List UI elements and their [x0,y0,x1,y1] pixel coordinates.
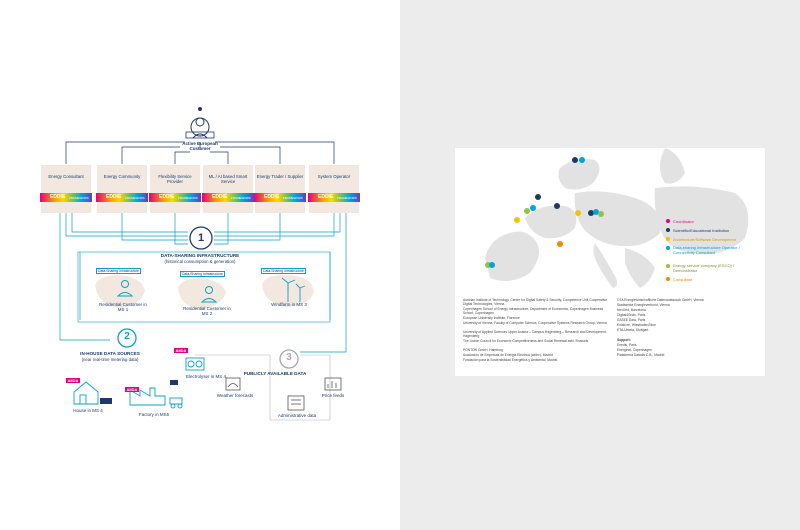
role-label: ML / AI based Smart Service [208,174,248,184]
legend-item: Scientific/Educational Institution [673,228,730,233]
ms1-map [95,275,145,308]
role-box-trader [255,165,305,213]
windmill-icon [281,277,306,302]
legend-item: Coordinator [673,219,694,224]
legend-item: Data-sharing Infrastructure Operator / C… [673,245,740,255]
role-box-smart-service [203,165,253,213]
weather-icon [225,377,241,391]
support-item: Plataforma Datadis C.B., Madrid [617,353,665,357]
institution-item: Copenhagen School of Energy Infrastructu… [463,307,604,315]
institution-item: University of Vienna, Faculty of Compute… [463,321,607,325]
diagram-connectors [59,107,347,421]
section-2-title: IN-HOUSE DATA SOURCES [80,351,140,356]
section-1-number: 1 [197,232,205,244]
legend-dot [666,228,670,232]
section-2-number: 2 [124,331,130,342]
aiida-badge: AIIDA [66,378,80,383]
institution-item: ETA-Umeta, Stuttgart [617,328,649,332]
institution-item: Austrian Institute of Technology, Center… [463,298,608,306]
support-title: Support: [617,338,631,342]
legend-dot [666,237,670,241]
institution-item: Stadtwerke Energieverbund, Vienna [617,303,670,307]
legend-dot [666,277,670,281]
house-icon [73,381,99,405]
role-box-energy-community [97,165,147,213]
eddie-diagram-panel: Active European Customer Energy Consulta… [40,107,360,421]
role-label: Energy Community [103,174,141,179]
institution-item: Asociación de Empresas de Energía Eléctr… [463,353,553,357]
customer-icon [185,107,215,139]
role-label: Energy Trader / Supplier [256,174,304,179]
section-3-badge [279,349,299,369]
aiida-badge: AIIDA [174,348,188,353]
section-1-title: DATA-SHARING INFRASTRUCTURE [160,253,240,258]
europe-map-panel: Coordinator Scientific/Educational Insti… [455,148,765,294]
electrolyser-label: Electrolyser in MS 4 [185,374,226,379]
factory-label: Factory in MS5 [138,412,170,417]
role-label: Flexibility Service Provider [158,174,192,184]
section-1-subtitle: (historical consumption & generation) [164,259,236,264]
ds-tag: Data-Sharing Infrastructure [96,268,141,274]
electrolyser-icon [185,357,205,371]
ds-tag: Data-Sharing Infrastructure [180,271,225,277]
europe-map [485,148,749,288]
legend-item: Architecture/Software Development [673,237,736,242]
institution-item: NexGrid, Barcelona [617,308,646,312]
institution-item: PONTON GmbH, Hamburg [463,348,503,352]
customer-label: Active European Customer [182,141,218,151]
support-item: Energinet, Copenhagen [617,348,652,352]
aiida-badge: AIIDA [125,387,139,392]
customer-ms2-label: Residential Customer in MS 2 [183,306,231,316]
section-2-subtitle: (near real-time metering data) [81,357,139,362]
windfarm-ms3-label: Windfarm in MS 3 [271,302,307,307]
role-label: Energy Consultant [48,174,84,179]
institution-item: OTA Energiewirtschaftliche Datenaustausc… [617,298,704,302]
institution-item: Enlab.ee, Wiesbaden/Nice [617,323,656,327]
support-item: Enedis, Paris [617,343,637,347]
factory-icon [129,387,166,406]
legend-dot [666,219,670,223]
legend-item: Energy service company (ESCO) / Demonstr… [673,263,735,273]
section-3-title: PUBLICLY AVAILABLE DATA [243,371,307,376]
institution-item: Digital4Grids, Paris [617,313,646,317]
role-box-energy-consultant [41,165,91,213]
role-box-flexibility [150,165,200,213]
institution-item: University of Applied Sciences Upper Aus… [463,330,607,338]
admin-label: Administrative data [277,413,317,418]
role-box-system-operator [309,165,359,213]
legend-dot [666,264,670,268]
institution-item: European University Institute, Florence [463,316,520,320]
section-3-number: 3 [286,352,292,363]
admin-icon [287,395,305,411]
legend-item: Consultant [673,277,693,282]
section-2-badge [117,328,137,348]
weather-label: Weather forecasts [216,393,254,398]
price-label: Price feeds [321,393,345,398]
section-1-badge [189,226,213,250]
institutions-panel: Austrian Institute of Technology, Center… [455,294,765,376]
institution-item: The Lisbon Council for Economic Competit… [463,339,589,343]
institution-item: Fundación para la Sostenibilidad Energét… [463,358,558,362]
institution-item: EASEE Data, Paris [617,318,646,322]
ds-tag: Data-Sharing Infrastructure [261,268,306,274]
house-label: House in MS 4 [73,408,103,413]
customer-ms1-label: Residential Customer in MS 1 [99,302,147,312]
partner-markers [485,157,604,268]
role-label: System Operator [317,174,351,179]
price-icon [324,377,342,391]
legend-dot [666,246,670,250]
